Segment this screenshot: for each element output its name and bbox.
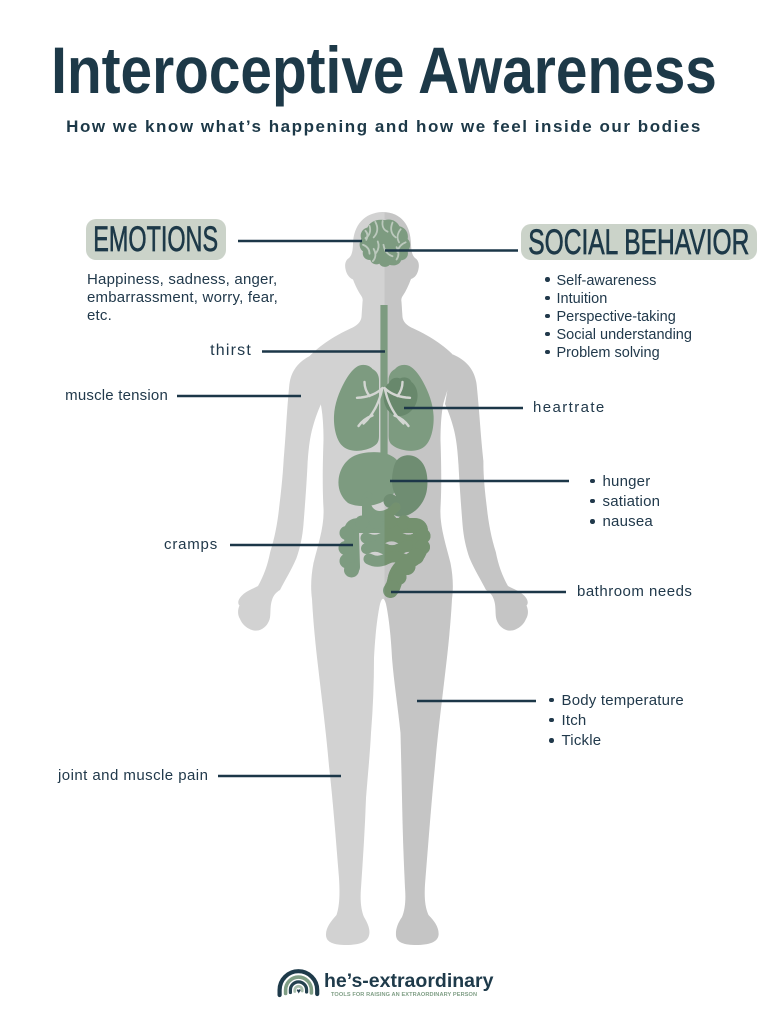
- svg-text:♥: ♥: [296, 987, 301, 996]
